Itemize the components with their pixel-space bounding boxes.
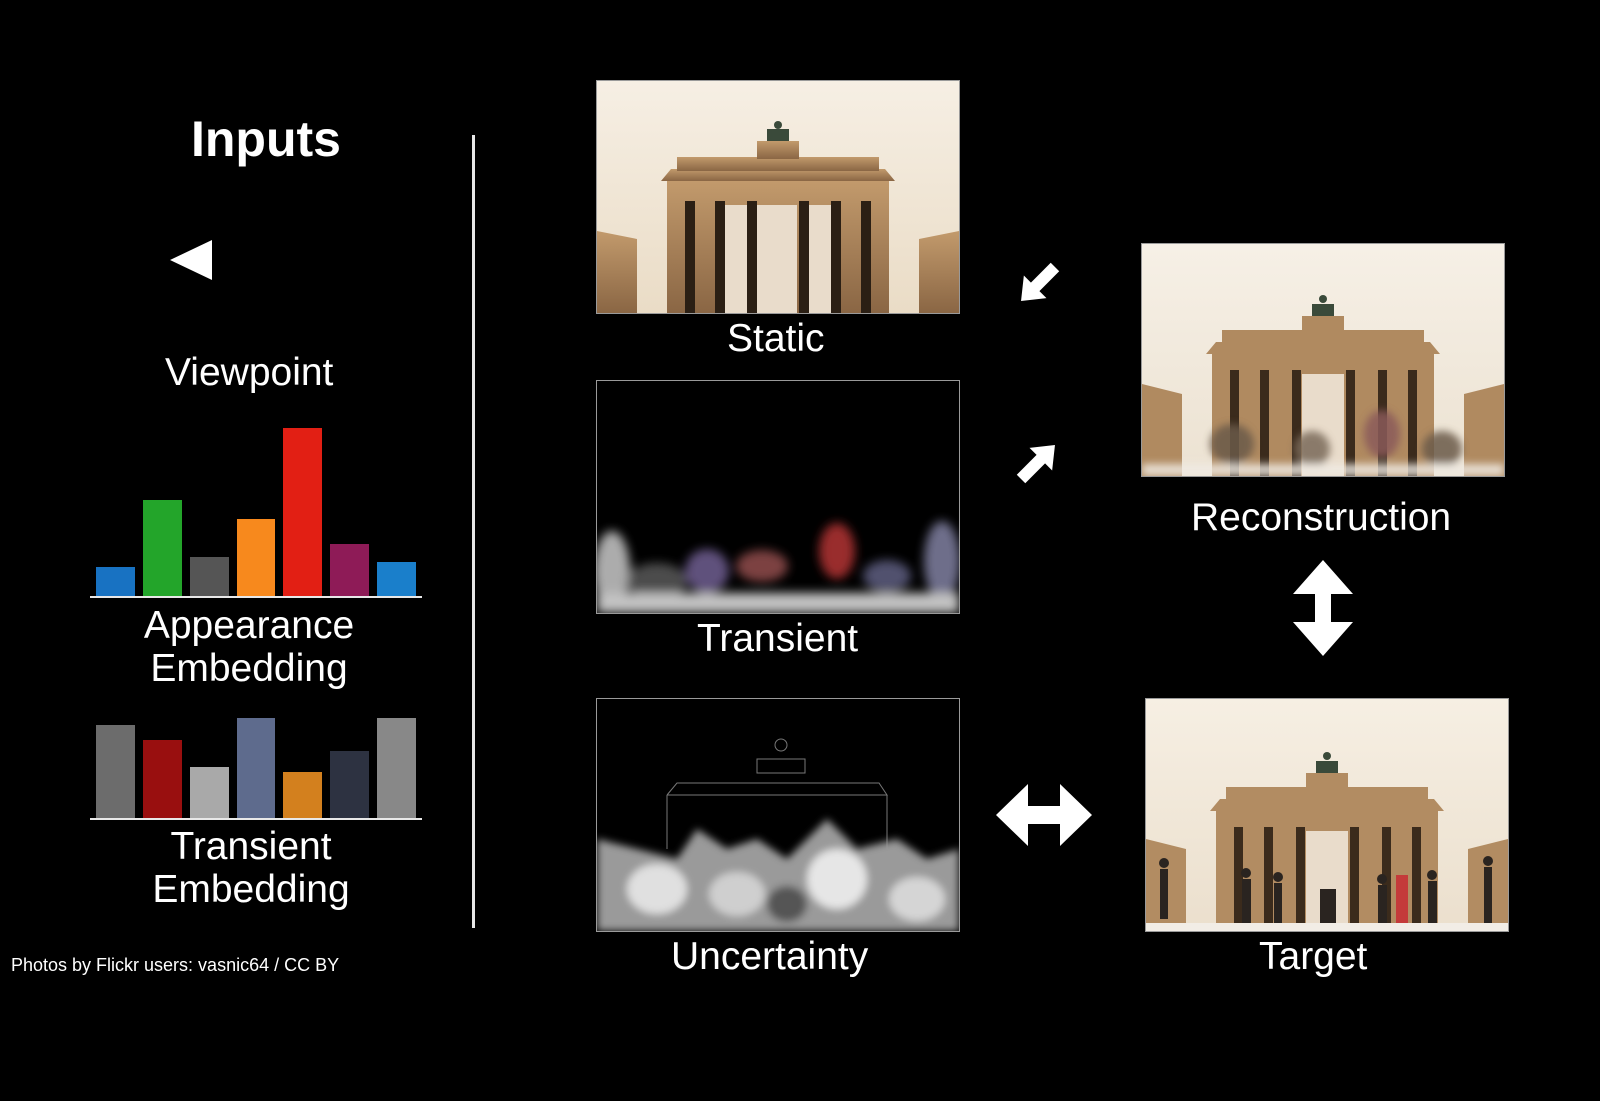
- transient-bar-7: [377, 718, 416, 818]
- appearance-bar-3: [189, 557, 229, 596]
- viewpoint-label: Viewpoint: [165, 351, 334, 394]
- transient-bar-6: [330, 751, 370, 818]
- appearance-bars: [96, 428, 416, 596]
- appearance-bar-5: [283, 428, 323, 596]
- transient-bar-5: [283, 772, 323, 818]
- transient-embedding-label: Transient Embedding: [131, 825, 371, 912]
- target-label: Target: [1259, 935, 1368, 978]
- transient-bar-2: [142, 740, 182, 818]
- appearance-label-line2: Embedding: [150, 646, 348, 690]
- transient-bars: [96, 718, 416, 818]
- transient-embedding-chart: [90, 708, 422, 820]
- transient-image: [596, 380, 960, 614]
- transient-label-line2: Embedding: [152, 867, 350, 911]
- appearance-bar-7: [377, 562, 416, 596]
- transient-label-line1: Transient: [170, 825, 332, 868]
- transient-axis: [90, 818, 422, 820]
- appearance-bar-2: [142, 500, 182, 596]
- arrow-up-right-icon: [1012, 436, 1064, 488]
- transient-bar-3: [189, 767, 229, 818]
- static-image: [596, 80, 960, 314]
- left-triangle-icon: [168, 238, 214, 287]
- uncertainty-label: Uncertainty: [671, 935, 869, 978]
- target-image: [1145, 698, 1509, 932]
- inputs-title: Inputs: [191, 111, 341, 167]
- appearance-embedding-label: Appearance Embedding: [129, 604, 369, 691]
- double-arrow-vertical-icon: [1293, 560, 1353, 656]
- transient-panel-label: Transient: [697, 617, 859, 660]
- uncertainty-image: [596, 698, 960, 932]
- appearance-bar-1: [96, 567, 135, 596]
- appearance-label-line1: Appearance: [143, 604, 355, 647]
- photo-credit: Photos by Flickr users: vasnic64 / CC BY: [11, 955, 340, 975]
- static-label: Static: [727, 317, 825, 360]
- appearance-bar-6: [330, 543, 370, 596]
- appearance-embedding-chart: [90, 420, 422, 598]
- arrow-down-right-icon: [1012, 258, 1064, 310]
- reconstruction-image: [1141, 243, 1505, 477]
- double-arrow-horizontal-icon: [996, 784, 1092, 846]
- section-divider: [472, 135, 475, 928]
- reconstruction-label: Reconstruction: [1191, 496, 1452, 539]
- transient-bar-1: [96, 725, 135, 818]
- transient-bar-4: [236, 718, 276, 818]
- appearance-bar-4: [236, 518, 276, 596]
- appearance-axis: [90, 596, 422, 598]
